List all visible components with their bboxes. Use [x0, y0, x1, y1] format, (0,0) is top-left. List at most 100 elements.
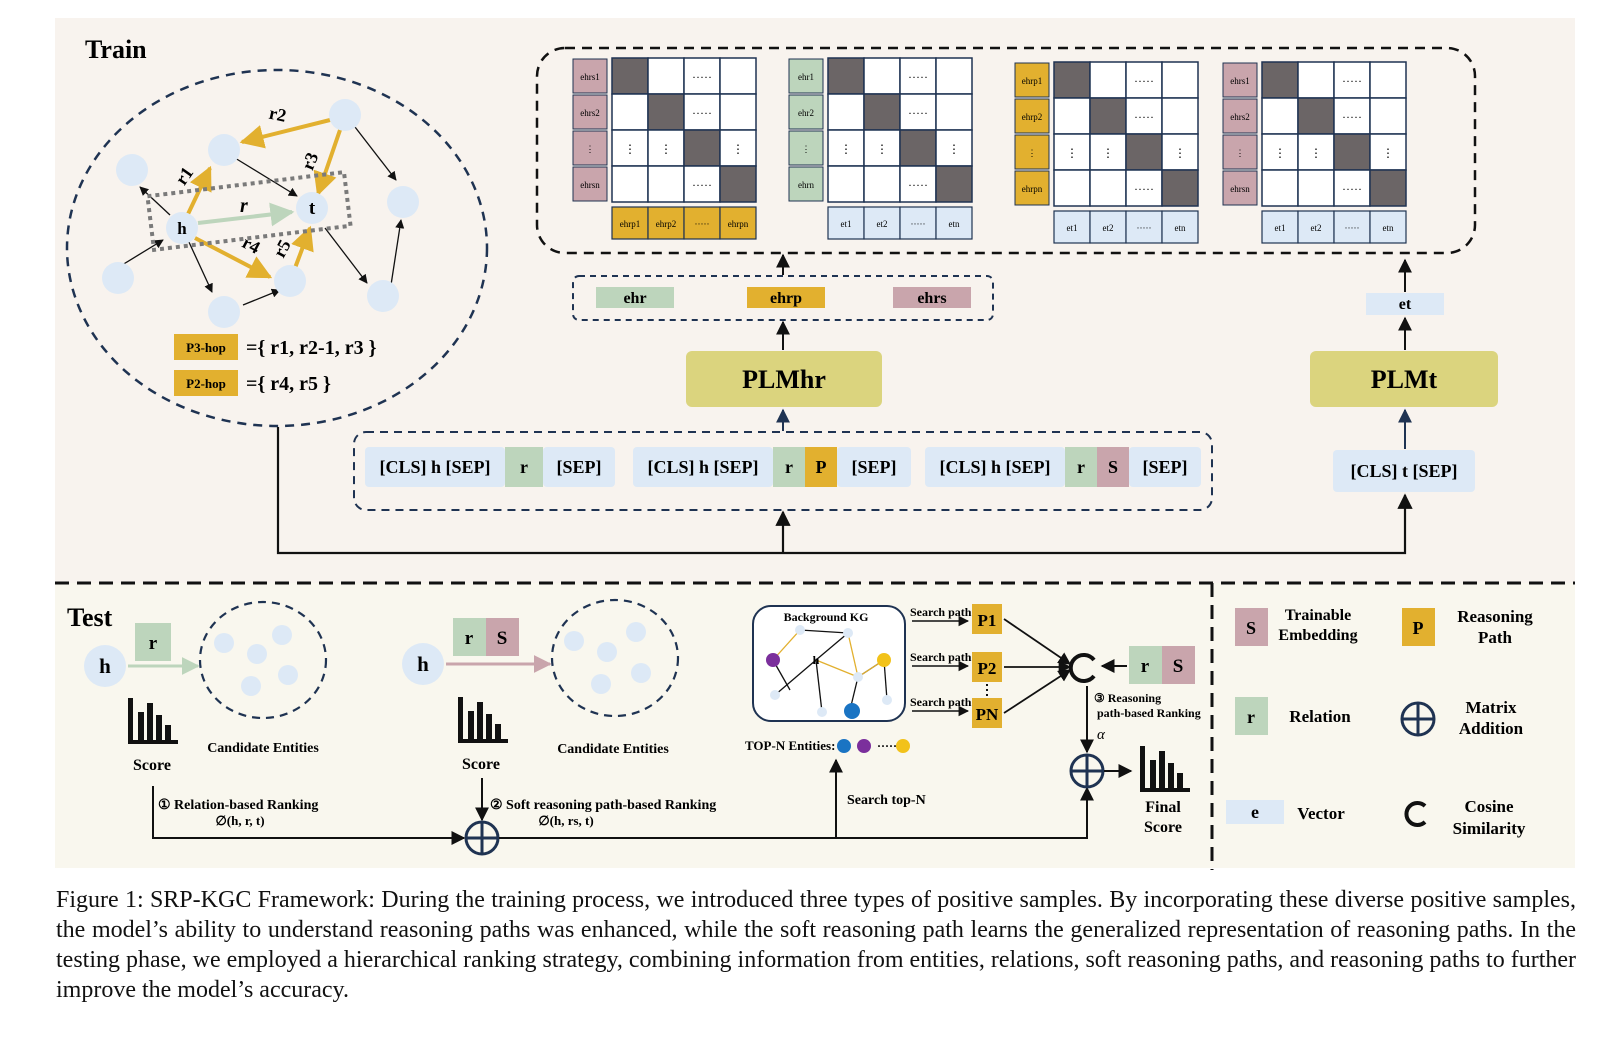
matrix-cell — [863, 165, 901, 203]
legend-r-label: Relation — [1289, 707, 1351, 726]
matrix-cell — [611, 165, 649, 203]
matrix-cell-mark: ····· — [1134, 74, 1154, 88]
matrix-cell — [1053, 61, 1091, 99]
matrix-cell — [647, 165, 685, 203]
top-n-purple — [857, 739, 871, 753]
matrix-col-chip — [935, 206, 973, 240]
figure-caption: Figure 1: SRP-KGC Framework: During the … — [56, 887, 1577, 1003]
pn-chip — [972, 698, 1002, 728]
matrix-col-label: et2 — [1103, 223, 1114, 233]
step2-label: ② Soft reasoning path-based Ranking — [490, 798, 716, 813]
legend-e-label: Vector — [1297, 804, 1345, 823]
legend-r-chip — [1235, 697, 1268, 735]
background-kg-box — [752, 605, 906, 722]
ehrp-label: ehrp — [770, 290, 802, 307]
legend-e-letter: e — [1251, 802, 1259, 822]
legend-plus-label-a: Matrix — [1466, 698, 1517, 717]
matrix-cell-mark: ⋮ — [840, 142, 852, 156]
matrix-cell — [1053, 97, 1091, 135]
graph-edges — [121, 126, 405, 306]
search-path-2: Search path — [910, 650, 972, 664]
matrix-cell-mark: ⋮ — [1066, 146, 1078, 160]
matrix-cell-mark: ⋮ — [1382, 146, 1394, 160]
matrix-row-label: ⋮ — [802, 144, 811, 154]
matrix-cell — [827, 165, 865, 203]
step2-formula: ∅(h, rs, t) — [538, 813, 593, 828]
input2-cls — [633, 447, 773, 487]
matrix-row-chip — [788, 58, 824, 94]
matrix-col-chip — [1333, 210, 1371, 244]
input2-r — [773, 447, 805, 487]
test2-s-label: S — [497, 628, 508, 649]
legend-s-label-a: Trainable — [1285, 607, 1351, 624]
input3-s-label: S — [1108, 457, 1118, 477]
et-label: et — [1399, 296, 1412, 313]
matrix-col-label: ehrpn — [728, 219, 749, 229]
test1-r-chip — [135, 623, 171, 661]
matrix-cell — [935, 93, 973, 131]
matrix-cell — [1369, 169, 1407, 207]
matrix-cell — [1089, 169, 1127, 207]
test-flow-left — [152, 786, 466, 845]
matrix-cell — [1261, 97, 1299, 135]
search-topn-label: Search top-N — [847, 793, 926, 808]
legend-s-chip — [1235, 608, 1268, 646]
matrix-cell — [1369, 133, 1407, 171]
ehrs-label: ehrs — [917, 290, 946, 307]
matrix-col-chip — [1369, 210, 1407, 244]
matrix-col-label: ····· — [695, 219, 710, 229]
input3-sep — [1129, 447, 1201, 487]
top-n-dots: ····· — [877, 739, 897, 753]
input1-cls — [365, 447, 505, 487]
matrix-row-chip — [572, 130, 608, 166]
matrix-cell — [1089, 97, 1127, 135]
input1-r-label: r — [520, 457, 528, 477]
matrix-cell — [647, 129, 685, 167]
matrix-cell — [1333, 97, 1371, 135]
matrix-col-label: etn — [1175, 223, 1186, 233]
top-n-yellow — [896, 739, 910, 753]
matrix-cell — [827, 57, 865, 95]
test2-s-chip — [486, 618, 519, 656]
matrix-cell — [719, 165, 757, 203]
alpha-label: α — [1097, 727, 1106, 743]
matrix-row-label: ehrsn — [1230, 184, 1250, 194]
p2-chip — [972, 652, 1002, 682]
matrix-cell — [1297, 133, 1335, 171]
matrix-cell-mark: ····· — [1342, 74, 1362, 88]
matrix-cell — [1161, 169, 1199, 207]
search-path-1: Search path — [910, 605, 972, 619]
background-kg-label: Background KG — [784, 610, 869, 624]
matrix-col-label: etn — [1383, 223, 1394, 233]
matrix-row-label: ehrp2 — [1022, 112, 1043, 122]
legend-p-label-b: Path — [1478, 628, 1513, 647]
step1-label: ① Relation-based Ranking — [158, 798, 318, 813]
matrix-cell-mark: ⋮ — [1174, 146, 1186, 160]
matrix-cell — [1261, 169, 1299, 207]
matrix-row-chip — [572, 166, 608, 202]
matrix-cell — [719, 93, 757, 131]
p2-hop-def: ={ r4, r5 } — [246, 373, 331, 395]
plm-hr-label: PLMhr — [742, 365, 826, 394]
test2-h-node — [402, 643, 444, 685]
p2-label: P2 — [978, 659, 997, 678]
input1-sep — [543, 447, 615, 487]
input-t — [1333, 450, 1475, 492]
test3-s-label: S — [1173, 656, 1184, 677]
matrix-cell — [863, 93, 901, 131]
matrix-cell — [1161, 97, 1199, 135]
input2-cls-label: [CLS] h [SEP] — [647, 457, 758, 477]
test-title: Test — [67, 603, 113, 632]
matrix-cell — [647, 93, 685, 131]
input1-r — [505, 447, 543, 487]
matrix-cell — [1369, 61, 1407, 99]
test3-s-chip — [1162, 646, 1195, 684]
matrix-row-chip — [1014, 134, 1050, 170]
matrix-cell — [935, 165, 973, 203]
legend-p-letter: P — [1413, 618, 1424, 638]
matrix-col-chip — [647, 206, 685, 240]
matrix-cell — [1161, 61, 1199, 99]
matrix-cell-mark: ⋮ — [1310, 146, 1322, 160]
